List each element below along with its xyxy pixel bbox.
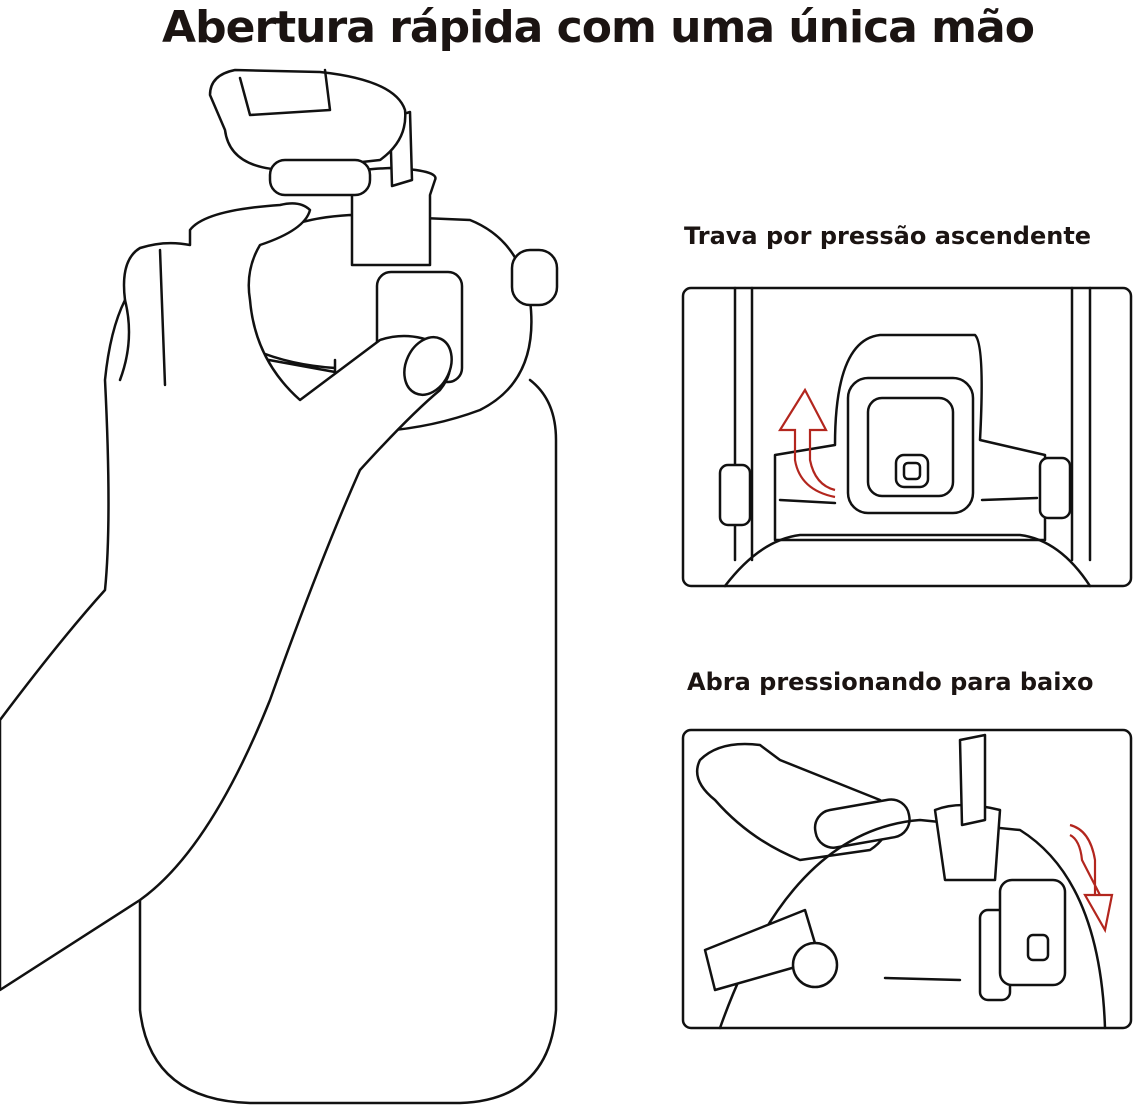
panel-open-diagram	[681, 728, 1133, 1030]
page-title: Abertura rápida com uma única mão	[162, 2, 1035, 53]
panel-caption-lock: Trava por pressão ascendente	[684, 222, 1092, 250]
hand-illustration	[0, 202, 453, 992]
panel-caption-open: Abra pressionando para baixo	[687, 668, 1094, 696]
panel-lock-diagram	[681, 286, 1133, 588]
arrow-up-icon	[778, 387, 836, 499]
arrow-down-icon	[1069, 823, 1114, 934]
